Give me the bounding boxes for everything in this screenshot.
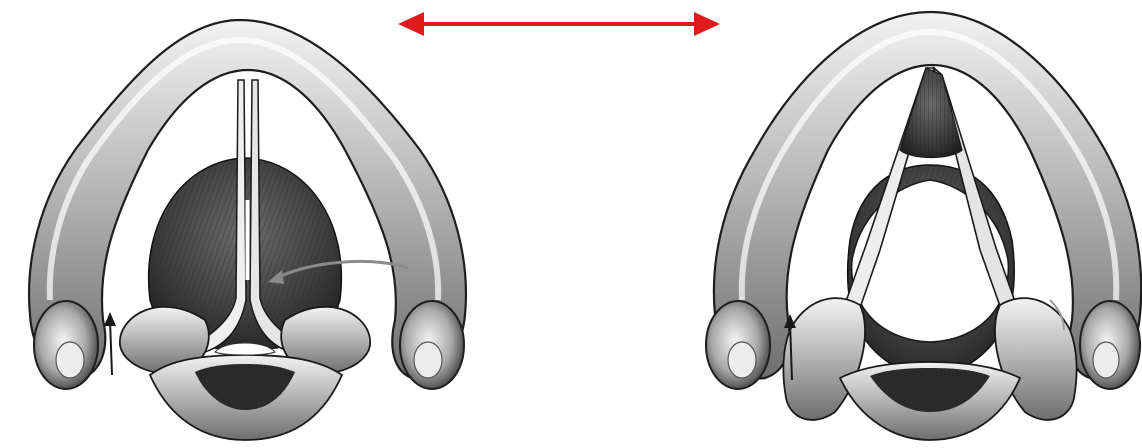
right-arytenoid-left (783, 298, 865, 420)
transition-arrow-head-left (398, 12, 424, 36)
left-muscle-arrow-up-head (104, 312, 116, 326)
left-muscle-arrow-up (110, 320, 112, 375)
left-glottis-slit (246, 200, 250, 280)
transition-arrow-head-right (694, 12, 720, 36)
left-larynx-panel (29, 20, 466, 440)
left-horn-right-inner (414, 342, 442, 378)
transition-double-arrow (398, 12, 720, 36)
right-larynx-panel (706, 12, 1141, 440)
left-horn-left-inner (56, 342, 84, 378)
right-horn-right-inner (1093, 342, 1119, 378)
right-horn-left-inner (728, 342, 756, 378)
